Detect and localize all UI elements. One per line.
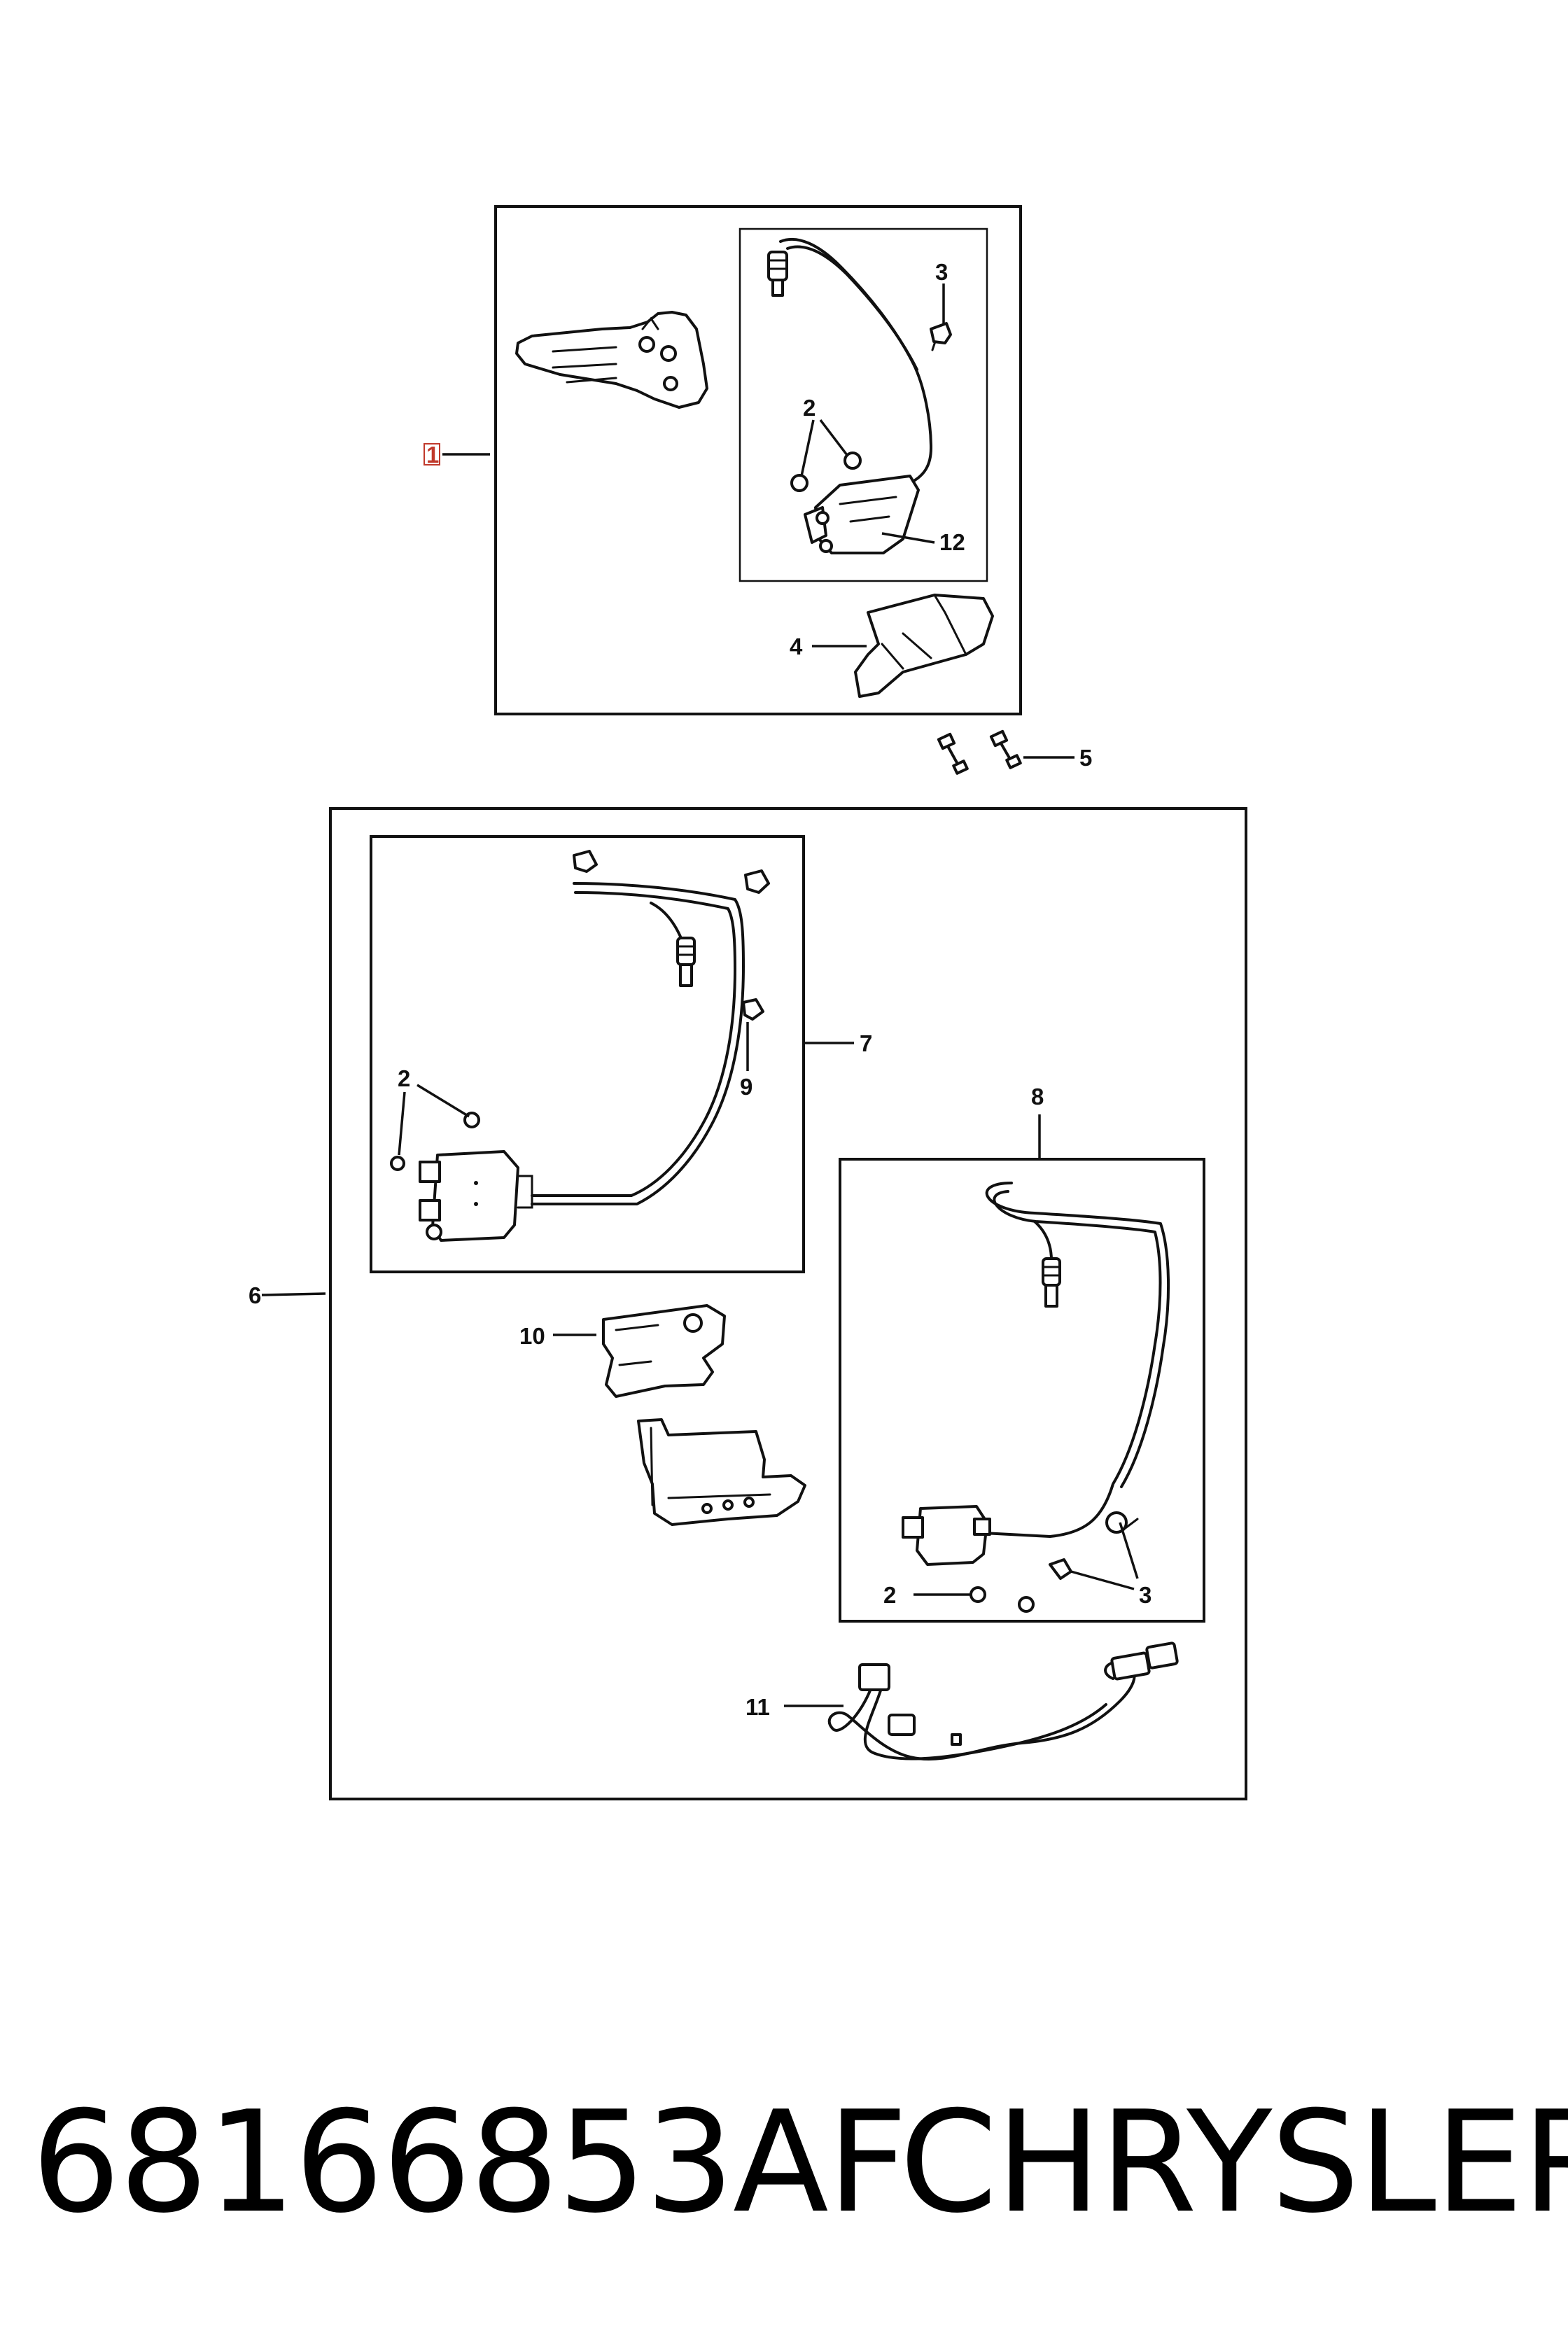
callout-12[interactable]: 12 (939, 529, 965, 555)
assembly-1-frame (494, 205, 1022, 715)
callout-1[interactable]: 1 (426, 442, 439, 468)
callout-4[interactable]: 4 (790, 634, 803, 659)
callout-11[interactable]: 11 (746, 1694, 770, 1720)
clip (573, 850, 598, 873)
bracket-10 (602, 1304, 726, 1398)
oxygen-sensor-kit-7 (531, 882, 745, 1205)
clip (1049, 1558, 1072, 1580)
wiring-harness (827, 1642, 1179, 1760)
callout-2[interactable]: 2 (803, 395, 816, 421)
leader-line-12 (881, 532, 935, 544)
sensor-kit-8-frame (839, 1158, 1205, 1623)
callout-10[interactable]: 10 (519, 1323, 545, 1349)
heat-shield (854, 594, 994, 698)
nut (390, 1156, 405, 1171)
mounting-bracket (515, 311, 708, 409)
callout-9[interactable]: 9 (740, 1074, 752, 1100)
clip (744, 869, 770, 894)
oxygen-sensor-kit-8 (982, 1182, 1170, 1538)
clip (742, 998, 764, 1021)
nox-sensor-module (419, 1150, 533, 1242)
callout-1-highlight (424, 443, 440, 465)
brand-name: CHRYSLER (899, 2081, 1568, 2244)
callout-7[interactable]: 7 (860, 1030, 872, 1056)
nut (969, 1586, 986, 1603)
callout-5[interactable]: 5 (1079, 745, 1092, 771)
nox-sensor-module (804, 475, 920, 554)
nut (844, 451, 862, 470)
nut (1018, 1596, 1035, 1613)
mounting-bracket-lower (637, 1418, 806, 1526)
nox-sensor-module (902, 1505, 991, 1566)
part-number: 68166853AF (31, 2081, 908, 2244)
callout-3[interactable]: 3 (935, 259, 948, 285)
bolt (937, 732, 969, 775)
leader-line-3b (1070, 1522, 1139, 1590)
assembly-6-frame (329, 807, 1247, 1800)
oxygen-sensor-assembly-1 (767, 237, 932, 484)
sensor-kit-subframe (738, 227, 988, 582)
sensor-kit-7-frame (370, 835, 805, 1273)
footer: 68166853AF CHRYSLER (0, 2072, 1568, 2254)
callout-3[interactable]: 3 (1139, 1582, 1152, 1608)
nut (790, 474, 808, 492)
clip (930, 322, 952, 351)
callout-2[interactable]: 2 (398, 1065, 410, 1091)
callout-6[interactable]: 6 (248, 1282, 261, 1308)
bolt (989, 729, 1022, 769)
callout-8[interactable]: 8 (1031, 1084, 1044, 1110)
parts-diagram: 1 3 2 12 4 5 2 9 7 8 6 10 2 3 11 (248, 205, 1247, 1800)
leader-line-6 (261, 1292, 326, 1296)
leader-line-2a (800, 419, 848, 477)
callout-2[interactable]: 2 (883, 1582, 896, 1608)
leader-line-2b (398, 1084, 470, 1156)
